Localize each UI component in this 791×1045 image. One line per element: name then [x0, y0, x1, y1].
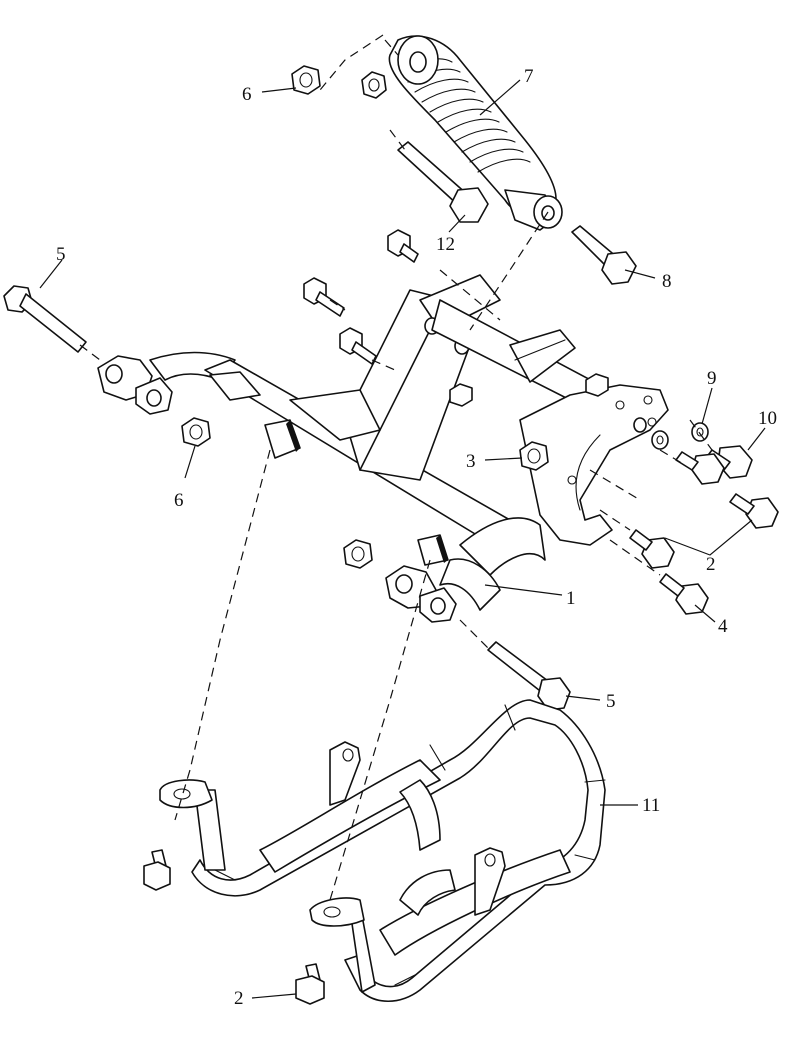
callout-6-mid: 6: [174, 490, 184, 511]
nut-hub-top: [585, 373, 609, 397]
assembly-lines: [79, 34, 713, 901]
callout-labels: 7 6 12 8 5 6 3 9 10 2 1 4 5 11 2: [56, 66, 777, 1009]
bolt-2-guard-left: [143, 849, 171, 891]
washers-9: [633, 417, 709, 450]
callout-9: 9: [707, 368, 717, 389]
callout-5-lower: 5: [606, 691, 616, 712]
callout-4: 4: [718, 616, 728, 637]
guard-frame: [159, 699, 606, 1002]
callout-7: 7: [524, 66, 534, 87]
bolt-4: [659, 573, 709, 615]
bolt-2-pair: [629, 529, 675, 569]
callout-10: 10: [758, 408, 777, 429]
nut-6-upper-small: [361, 71, 387, 99]
callout-6-top: 6: [242, 84, 252, 105]
bolt-2-bottom: [295, 963, 325, 1005]
bolt-5-lower: [487, 641, 571, 711]
bolt-hub-mid: [675, 451, 725, 485]
callout-8: 8: [662, 271, 672, 292]
callout-12: 12: [436, 234, 455, 255]
bolt-5-top: [3, 285, 87, 353]
bolt-12: [397, 141, 489, 223]
small-bolt-lower-left: [339, 327, 377, 365]
nut-3: [519, 441, 549, 471]
callout-3: 3: [466, 451, 476, 472]
nut-frame-lower: [343, 539, 373, 569]
callout-1: 1: [566, 588, 576, 609]
callout-2-bottom: 2: [234, 988, 244, 1009]
callout-11: 11: [642, 795, 660, 816]
callout-5-top: 5: [56, 244, 66, 265]
small-bolt-upper-left: [303, 277, 345, 317]
nut-6-middle: [181, 417, 211, 447]
leader-lines: [39, 79, 766, 999]
small-bolt-top: [387, 229, 419, 263]
bolt-8: [571, 225, 637, 285]
nut-frame-top: [449, 383, 473, 407]
swingarm-frame: [97, 274, 669, 623]
callout-2-mid: 2: [706, 554, 716, 575]
bolt-2-middle: [729, 493, 779, 529]
nut-6-top: [291, 65, 321, 95]
